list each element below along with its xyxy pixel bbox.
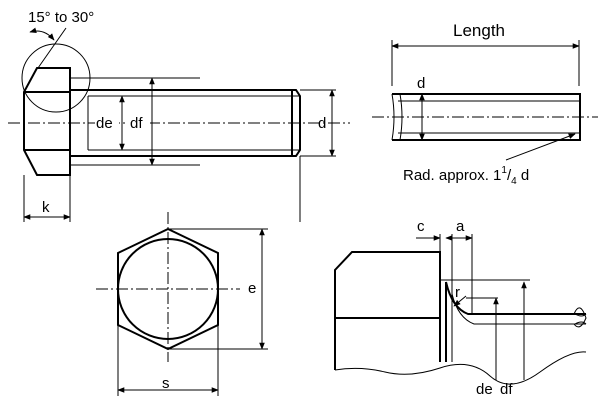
detail-head-outline <box>334 251 441 370</box>
shank-end-break <box>573 307 587 328</box>
detail-break-line <box>334 351 587 385</box>
a-label: a <box>456 218 465 235</box>
radius-note: Rad. approx. 11/4 d <box>403 165 529 187</box>
r-label: r <box>455 284 460 301</box>
angle-arc <box>29 27 55 41</box>
angle-ref-line <box>37 27 67 69</box>
de-detail-label: de <box>476 381 493 398</box>
hex-head-top-view: e s <box>96 212 268 396</box>
df-detail-label: df <box>500 381 513 398</box>
length-label: Length <box>453 21 505 40</box>
underhead-detail-view: c a r de df <box>334 218 587 398</box>
e-label: e <box>248 280 256 297</box>
bolt-side-view: 15° to 30° de df d k <box>8 9 350 222</box>
s-label: s <box>162 375 170 392</box>
d-shank-label: d <box>417 75 425 92</box>
shank-break-marks <box>574 313 587 325</box>
fillet-profile-inner <box>451 293 586 325</box>
k-label: k <box>42 199 50 216</box>
de-label: de <box>96 115 113 132</box>
dim-r <box>453 295 467 307</box>
d-label: d <box>318 115 326 132</box>
df-label: df <box>130 115 143 132</box>
c-label: c <box>417 218 425 235</box>
angle-label: 15° to 30° <box>28 9 94 26</box>
shank-partial-view: Length d Rad. approx. 11/4 d <box>372 21 598 187</box>
bolt-head-outline <box>23 67 71 176</box>
rad-leader <box>505 133 576 161</box>
